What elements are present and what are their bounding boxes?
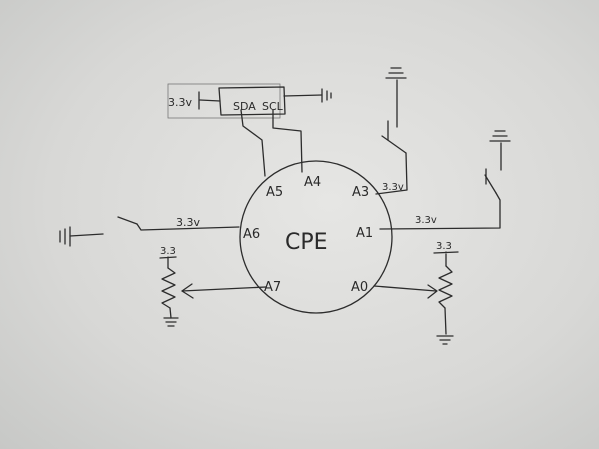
a1-button-lever bbox=[484, 174, 497, 194]
a0-pot-ground-symbol bbox=[436, 335, 454, 345]
scl-pin-label: SCL bbox=[262, 100, 284, 113]
a0-wiper-arrow bbox=[427, 284, 438, 299]
sensor-box bbox=[218, 86, 286, 116]
a6-supply-wire bbox=[136, 223, 240, 231]
a1-button-bottom-wire bbox=[379, 192, 501, 230]
pin-a0-label: A0 bbox=[351, 280, 368, 295]
pin-a7-label: A7 bbox=[264, 280, 281, 295]
cpe-board: CPE A5 A4 A3 A6 A1 A7 A0 bbox=[239, 160, 393, 314]
sensor-outline bbox=[167, 83, 281, 119]
pin-a5-label: A5 bbox=[266, 185, 283, 200]
a1-supply-label: 3.3v bbox=[415, 215, 437, 226]
a0-pot-ground-wire bbox=[444, 307, 447, 335]
sensor-gnd-wire bbox=[283, 94, 323, 97]
sensor-supply-label: 3.3v bbox=[168, 96, 192, 109]
a6-ground-symbol bbox=[59, 226, 71, 247]
a7-pot-ground-symbol bbox=[163, 317, 179, 327]
a0-pot-supply-label: 3.3 bbox=[436, 241, 452, 252]
a7-pot-zigzag bbox=[161, 267, 176, 309]
a1-button-circuit: 3.3v bbox=[379, 130, 511, 230]
a7-wiper-arrow bbox=[181, 283, 194, 299]
a6-switch-circuit: 3.3v bbox=[59, 216, 240, 247]
a7-pot-supply-label: 3.3 bbox=[160, 246, 176, 257]
a3-button-circuit: 3.3v bbox=[375, 67, 408, 195]
a7-pot-ground-wire bbox=[169, 307, 172, 319]
a1-button-supply-symbol bbox=[489, 130, 511, 142]
a0-pot-supply-bar bbox=[433, 251, 459, 267]
cpe-label: CPE bbox=[285, 230, 328, 255]
sensor-vcc-wire bbox=[199, 99, 221, 102]
a0-pot-zigzag bbox=[438, 265, 453, 309]
a6-supply-label: 3.3v bbox=[176, 216, 200, 229]
i2c-sensor-module: 3.3v SDA SCL bbox=[167, 83, 332, 177]
pin-a6-label: A6 bbox=[243, 227, 260, 242]
a0-wiper-wire bbox=[373, 285, 437, 292]
pin-a4-label: A4 bbox=[304, 175, 321, 190]
sda-pin-label: SDA bbox=[233, 100, 256, 113]
a6-ground-wire bbox=[69, 233, 104, 237]
cpe-circle bbox=[239, 160, 393, 314]
a0-potentiometer: 3.3 bbox=[373, 241, 459, 345]
a3-button-bottom-wire bbox=[375, 152, 408, 195]
a6-switch-lever bbox=[117, 216, 138, 225]
a7-wiper-wire bbox=[181, 286, 267, 292]
scl-wire bbox=[272, 109, 303, 173]
a7-pot-supply-bar bbox=[159, 256, 177, 269]
a3-button-supply-symbol bbox=[385, 67, 407, 79]
a3-supply-label: 3.3v bbox=[382, 182, 404, 193]
a7-potentiometer: 3.3 bbox=[159, 246, 267, 327]
pin-a3-label: A3 bbox=[352, 185, 369, 200]
sensor-ground-symbol bbox=[321, 88, 332, 103]
pin-a1-label: A1 bbox=[356, 226, 373, 241]
sda-wire bbox=[240, 109, 266, 177]
a3-button-lever bbox=[381, 135, 407, 154]
